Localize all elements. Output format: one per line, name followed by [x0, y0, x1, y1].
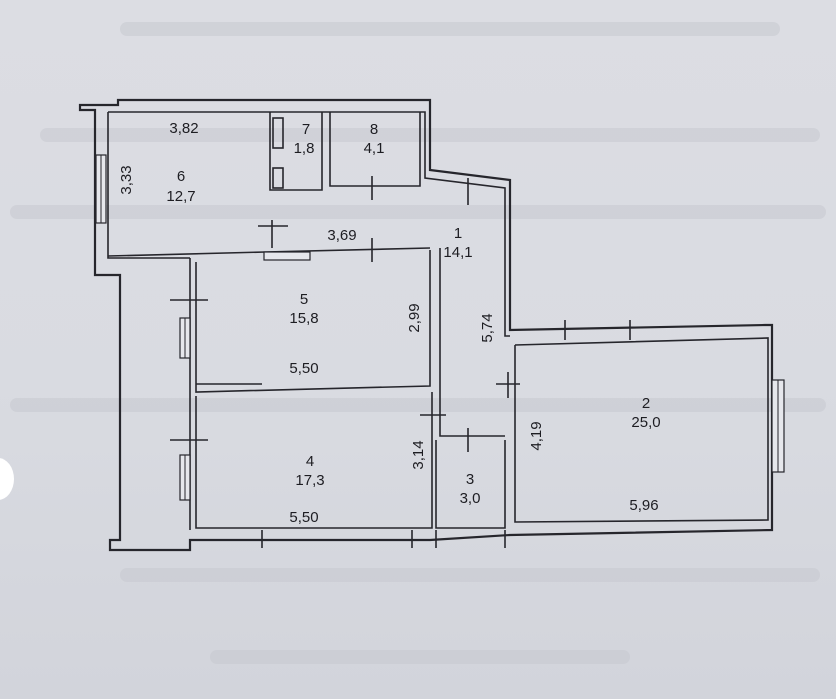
- bathroom-fixtures: [272, 117, 284, 189]
- windows: [95, 154, 785, 501]
- faded-background-text: [10, 205, 826, 219]
- interior-walls: [107, 112, 769, 530]
- room-6-number: 6: [177, 168, 185, 185]
- room-8-area: 4,1: [364, 140, 385, 157]
- room-6-area: 12,7: [166, 188, 195, 205]
- faded-background-text: [120, 22, 780, 36]
- room-8-number: 8: [370, 121, 378, 138]
- edge-circle-overlay: [0, 458, 14, 500]
- room-2-area: 25,0: [631, 414, 660, 431]
- outer-walls: [78, 98, 774, 552]
- door-markers: [170, 176, 631, 548]
- room-1-number: 1: [454, 225, 462, 242]
- dim-room2-height: 4,19: [528, 421, 545, 450]
- room-5-number: 5: [300, 291, 308, 308]
- room-3-number: 3: [466, 471, 474, 488]
- dim-room5-height: 2,99: [406, 303, 423, 332]
- room-7-area: 1,8: [294, 140, 315, 157]
- room-labels: 6 12,7 7 1,8 8 4,1 1 14,1 5 15,8 4 17,3 …: [166, 121, 660, 507]
- faded-background-text: [210, 650, 630, 664]
- faded-background-text: [120, 568, 820, 582]
- room-2-number: 2: [642, 395, 650, 412]
- room-5-area: 15,8: [289, 310, 318, 327]
- faded-background-text: [10, 398, 826, 412]
- dim-room4-height: 3,14: [410, 440, 427, 469]
- dim-corridor-length: 5,74: [479, 313, 496, 342]
- room-4-area: 17,3: [295, 472, 324, 489]
- dim-room5-width: 5,50: [289, 360, 318, 377]
- dim-corridor-width: 3,69: [327, 227, 356, 244]
- room-1-area: 14,1: [443, 244, 472, 261]
- dim-room4-width: 5,50: [289, 509, 318, 526]
- room-7-number: 7: [302, 121, 310, 138]
- room-3-area: 3,0: [460, 490, 481, 507]
- room-4-number: 4: [306, 453, 314, 470]
- dimension-labels: 3,82 3,33 3,69 2,99 5,50 5,74 3,14 5,50 …: [118, 120, 659, 526]
- dim-room2-width: 5,96: [629, 497, 658, 514]
- dim-room6-width: 3,82: [169, 120, 198, 137]
- dim-room6-height: 3,33: [118, 165, 135, 194]
